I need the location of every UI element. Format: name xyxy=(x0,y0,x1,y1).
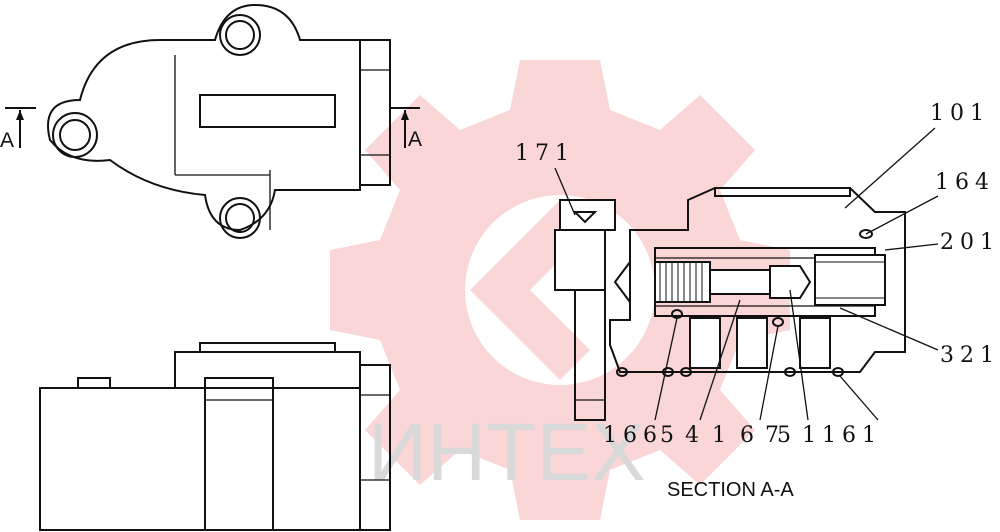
watermark-text: ИНТЕХ xyxy=(368,407,646,498)
callout-171: 171 xyxy=(515,141,575,166)
callout-321: 321 xyxy=(940,343,1000,368)
callout-164: 164 xyxy=(935,170,995,195)
callout-5: 5 xyxy=(660,423,680,448)
section-mark-right-label: A xyxy=(408,128,422,151)
callout-4: 4 xyxy=(685,423,705,448)
top-view xyxy=(47,3,391,239)
callout-101: 101 xyxy=(930,101,990,126)
section-title: SECTION A-A xyxy=(667,479,794,501)
callout-6: 6 xyxy=(740,423,760,448)
callout-1161: 1161 xyxy=(802,423,882,448)
callout-166: 166 xyxy=(603,423,663,448)
callout-201: 201 xyxy=(940,230,1000,255)
section-mark-left: A xyxy=(0,107,36,152)
side-view xyxy=(39,342,391,531)
leader-lines xyxy=(554,127,939,421)
callout-5b: 5 xyxy=(777,423,797,448)
section-mark-right: A xyxy=(390,107,422,151)
callout-7: 7 xyxy=(765,423,785,448)
callout-1: 1 xyxy=(712,423,732,448)
section-mark-left-label: A xyxy=(0,129,14,152)
